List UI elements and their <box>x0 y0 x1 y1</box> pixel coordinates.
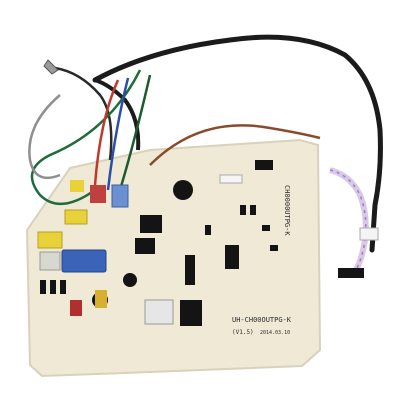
relay-black-1 <box>140 215 162 233</box>
wire-black-spade <box>54 66 113 161</box>
ribbon-wire <box>329 167 369 274</box>
fuse-red <box>70 300 82 316</box>
capacitor-small-1 <box>123 273 137 287</box>
buzzer <box>173 180 193 200</box>
connector-left-red <box>90 185 106 203</box>
capacitor-blue-large <box>61 249 107 273</box>
board-date-label: 2014.03.10 <box>260 330 290 336</box>
power-module <box>144 299 174 325</box>
wire-brown <box>149 124 321 166</box>
component-yellow-coil <box>95 290 107 308</box>
wire-dark-green <box>118 74 152 191</box>
capacitor-yellow-1 <box>64 209 88 225</box>
wire-green <box>30 69 142 206</box>
heatsink-black <box>180 300 202 326</box>
wire-blue <box>106 77 130 191</box>
board-side-label: CH0000UTPG-K <box>283 185 291 236</box>
header-connector-mid <box>219 174 243 184</box>
connector-black <box>338 268 364 278</box>
wire-black-left <box>94 78 141 151</box>
transformer <box>39 251 61 271</box>
resistor-array <box>40 205 278 294</box>
header-connector-top <box>255 160 273 170</box>
connector-yellow-small <box>70 180 84 192</box>
wire-black-loop <box>92 34 383 253</box>
connector-white <box>359 227 379 241</box>
relay-black-2 <box>135 238 155 254</box>
wire-gray <box>28 94 61 180</box>
ic-chip-2 <box>225 245 239 269</box>
board-version-label: (V1.5) <box>232 329 254 336</box>
capacitor-yellow-2 <box>37 231 63 249</box>
wire-red <box>93 79 120 186</box>
connector-left-blue <box>111 184 129 208</box>
ic-chip-1 <box>185 255 195 285</box>
spade-terminal <box>43 59 59 75</box>
board-model-label: UH-CH00OUTPG-K <box>232 316 292 324</box>
